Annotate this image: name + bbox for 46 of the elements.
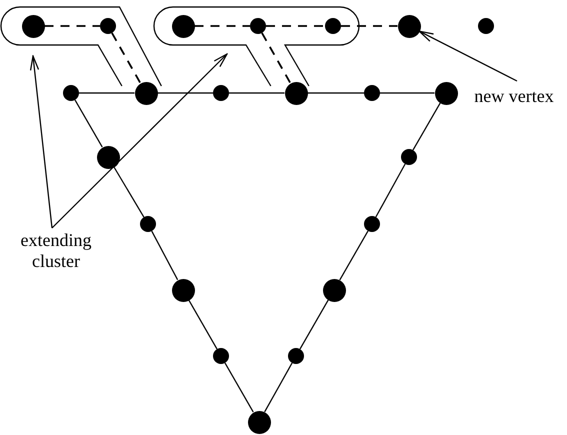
edge-line <box>375 164 406 218</box>
edge-line <box>308 92 364 94</box>
vertex-dot <box>213 348 229 364</box>
dashed-edge <box>261 32 292 84</box>
vertex-dot <box>250 18 266 34</box>
edge-line <box>158 92 213 94</box>
edge-line <box>151 230 178 280</box>
vertex-dot <box>22 14 44 38</box>
vertex-dot <box>100 18 116 34</box>
edge-line <box>264 362 293 412</box>
edge-line <box>74 100 103 148</box>
leader-arrow <box>418 30 518 82</box>
vertex-dot <box>172 278 194 302</box>
vertex-dot <box>398 14 420 38</box>
edge-line <box>299 300 329 350</box>
edge-line <box>79 92 134 94</box>
dashed-edge <box>194 25 250 27</box>
leader-arrow <box>30 55 53 228</box>
vertex-dot <box>288 348 304 364</box>
edge-line <box>380 92 434 94</box>
vertex-dot <box>478 18 494 34</box>
vertex-dot <box>96 146 120 168</box>
edge-line <box>339 230 369 280</box>
leader-arrow <box>52 53 228 228</box>
vertex-dot <box>322 278 346 302</box>
dashed-edge <box>111 32 142 84</box>
vertex-dot <box>172 14 194 38</box>
vertex-dot <box>434 82 458 104</box>
dashed-edge <box>341 25 398 27</box>
vertex-dot <box>364 216 380 232</box>
edge-line <box>188 300 218 350</box>
vertex-dot <box>140 216 156 232</box>
edge-line <box>412 102 441 150</box>
dashed-edge <box>44 25 100 27</box>
annotation-label: extending cluster <box>8 230 104 272</box>
edge-line <box>113 166 144 218</box>
vertex-dot <box>364 85 380 101</box>
vertex-dot <box>401 149 417 165</box>
vertex-dot <box>325 18 341 34</box>
dashed-edge <box>266 25 325 27</box>
edge-line <box>224 362 254 412</box>
edge-line <box>229 92 284 94</box>
annotation-label: new vertex <box>461 86 567 107</box>
vertex-dot <box>284 82 308 104</box>
vertex-dot <box>134 82 158 104</box>
vertex-dot <box>248 410 270 434</box>
